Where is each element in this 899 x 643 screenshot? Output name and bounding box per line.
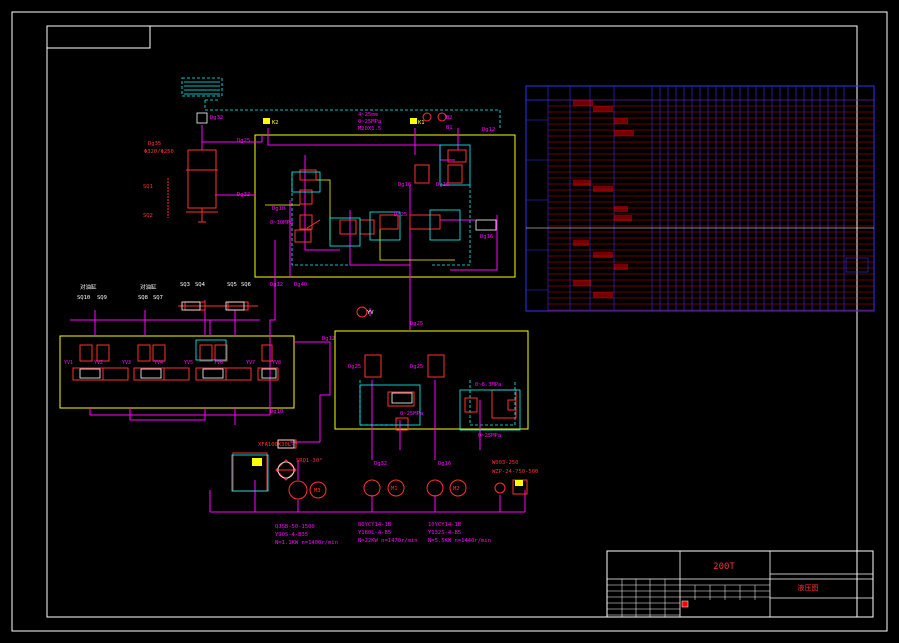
sq-label: SQ6 [241, 282, 251, 288]
valve-symbols [79, 112, 497, 479]
port-dg16-c: Dg16 [480, 234, 493, 240]
sq-label: SQ8 [138, 295, 148, 301]
drawing-name: 液压图 [798, 583, 819, 592]
yv-label: YV7 [246, 360, 255, 366]
port-dg16-b: Dg16 [436, 182, 449, 188]
pressure-2: 0~25MPa [400, 411, 423, 417]
pump2-spec-2: Y132S-4-B5 [428, 530, 461, 536]
filter-label-2: SRQ1-30° [296, 458, 323, 464]
top-note-2: 0~25MPa [358, 119, 381, 125]
heater-label-2: WZP-24-750-500 [492, 469, 538, 475]
port-dg25-mid: Dg25 [394, 212, 407, 218]
top-note-3: M20X1.5 [358, 126, 381, 132]
top-note-1: 4~25mm [358, 112, 379, 118]
port-dg25-c2: Dg25 [410, 364, 423, 370]
pump2-spec-3: N=5.5KW n=1440r/min [428, 538, 491, 544]
motor-m1: M1 [391, 486, 398, 492]
yv-label: YV6 [214, 360, 223, 366]
sensor-bottom: SQ2 [143, 213, 153, 219]
pressure-1: 0~10MPa [270, 220, 293, 226]
port-dg32-left: Dg32 [237, 192, 250, 198]
port-dg40: Dg40 [294, 282, 307, 288]
gauge-b2: B2 [446, 115, 453, 121]
sq-label: SQ10 [77, 295, 90, 301]
port-dg12-top: Dg12 [482, 127, 495, 133]
motor-m3: M3 [314, 488, 321, 494]
gauge-b1: B1 [446, 125, 453, 131]
gauge-k1: K1 [418, 120, 425, 126]
gauge-center-label: YV [367, 310, 374, 316]
pilot-lines [181, 77, 516, 426]
port-dg25-center: Dg25 [410, 321, 423, 327]
yv-label: YV8 [272, 360, 281, 366]
pump1-spec-2: Y180L-4-B5 [358, 530, 391, 536]
heater-label: W003-250 [492, 460, 519, 466]
left-valve-block [59, 335, 295, 409]
title-block: 200T 液压图 [606, 550, 874, 618]
port-dg32-bottom: Dg32 [374, 461, 387, 467]
sensor-top: SQ1 [143, 184, 153, 190]
pump1-spec-3: N=22KW n=1470r/min [358, 538, 418, 544]
port-dg12-center: Dg12 [322, 336, 335, 342]
left-group-1: 对油缸 [80, 283, 97, 291]
filter-label: XFA100X30L-Y [258, 442, 298, 448]
port-dg25-c1: Dg25 [348, 364, 361, 370]
port-dg12-left: Dg12 [270, 282, 283, 288]
port-dg10-a: Dg10 [272, 206, 285, 212]
yv-label: YV3 [122, 360, 131, 366]
gauge-k2: K2 [272, 120, 279, 126]
pump3-spec-2: Y90S-4-B35 [275, 532, 308, 538]
yv-label: YV1 [64, 360, 73, 366]
left-group-2: 对油缸 [140, 283, 157, 291]
components-cyan [195, 144, 521, 492]
pump1-spec-1: 80YCY14-1B [358, 522, 392, 528]
cylinder-size: Φ320/Φ250 [144, 149, 174, 155]
sq-label: SQ4 [195, 282, 206, 288]
sq-label: SQ5 [227, 282, 237, 288]
pressure-4: 0~25MPa [478, 433, 501, 439]
port-dg16-a: Dg16 [398, 182, 411, 188]
port-dg25-top: Dg25 [237, 138, 250, 144]
top-left-label-box [46, 25, 151, 49]
solenoid-markers [252, 118, 523, 486]
pump2-spec-1: 10YCY14-1B [428, 522, 462, 528]
components-red [72, 112, 528, 500]
cylinder-label: Dg35 [148, 141, 161, 147]
inner-frame [46, 25, 858, 618]
yv-label: YV5 [184, 360, 193, 366]
port-dg20-bottom: Dg16 [438, 461, 451, 467]
top-valve-block [254, 134, 516, 278]
sq-label: SQ3 [180, 282, 190, 288]
sq-label-row: SQ10 SQ9 SQ8 SQ7 SQ3 SQ4 SQ5 SQ6 [77, 282, 251, 301]
sq-label: SQ7 [153, 295, 163, 301]
tank-top [184, 81, 220, 95]
port-dg20-left: Dg10 [270, 409, 283, 415]
pump3-spec-3: N=1.1KW n=1400r/min [275, 540, 338, 546]
center-valve-block [334, 330, 529, 430]
yv-label-row: YV1 YV2 YV3 YV4 YV5 YV6 YV7 YV8 [64, 360, 281, 366]
motor-m2: M2 [453, 486, 460, 492]
main-pipes [70, 125, 526, 513]
labels: Dg35 Φ320/Φ250 SQ1 SQ2 Dg32 K2 K1 B2 B1 … [80, 112, 538, 546]
sq-label: SQ9 [97, 295, 107, 301]
pressure-3: 0~6.3MPa [475, 382, 502, 388]
port-label-top: Dg32 [210, 115, 223, 121]
parts-table [525, 85, 875, 312]
yv-label: YV4 [154, 360, 163, 366]
project-code: 200T [713, 562, 735, 572]
pump3-spec-1: QJSB-50-1500 [275, 524, 315, 530]
outer-frame [11, 11, 888, 632]
yv-label: YV2 [94, 360, 103, 366]
